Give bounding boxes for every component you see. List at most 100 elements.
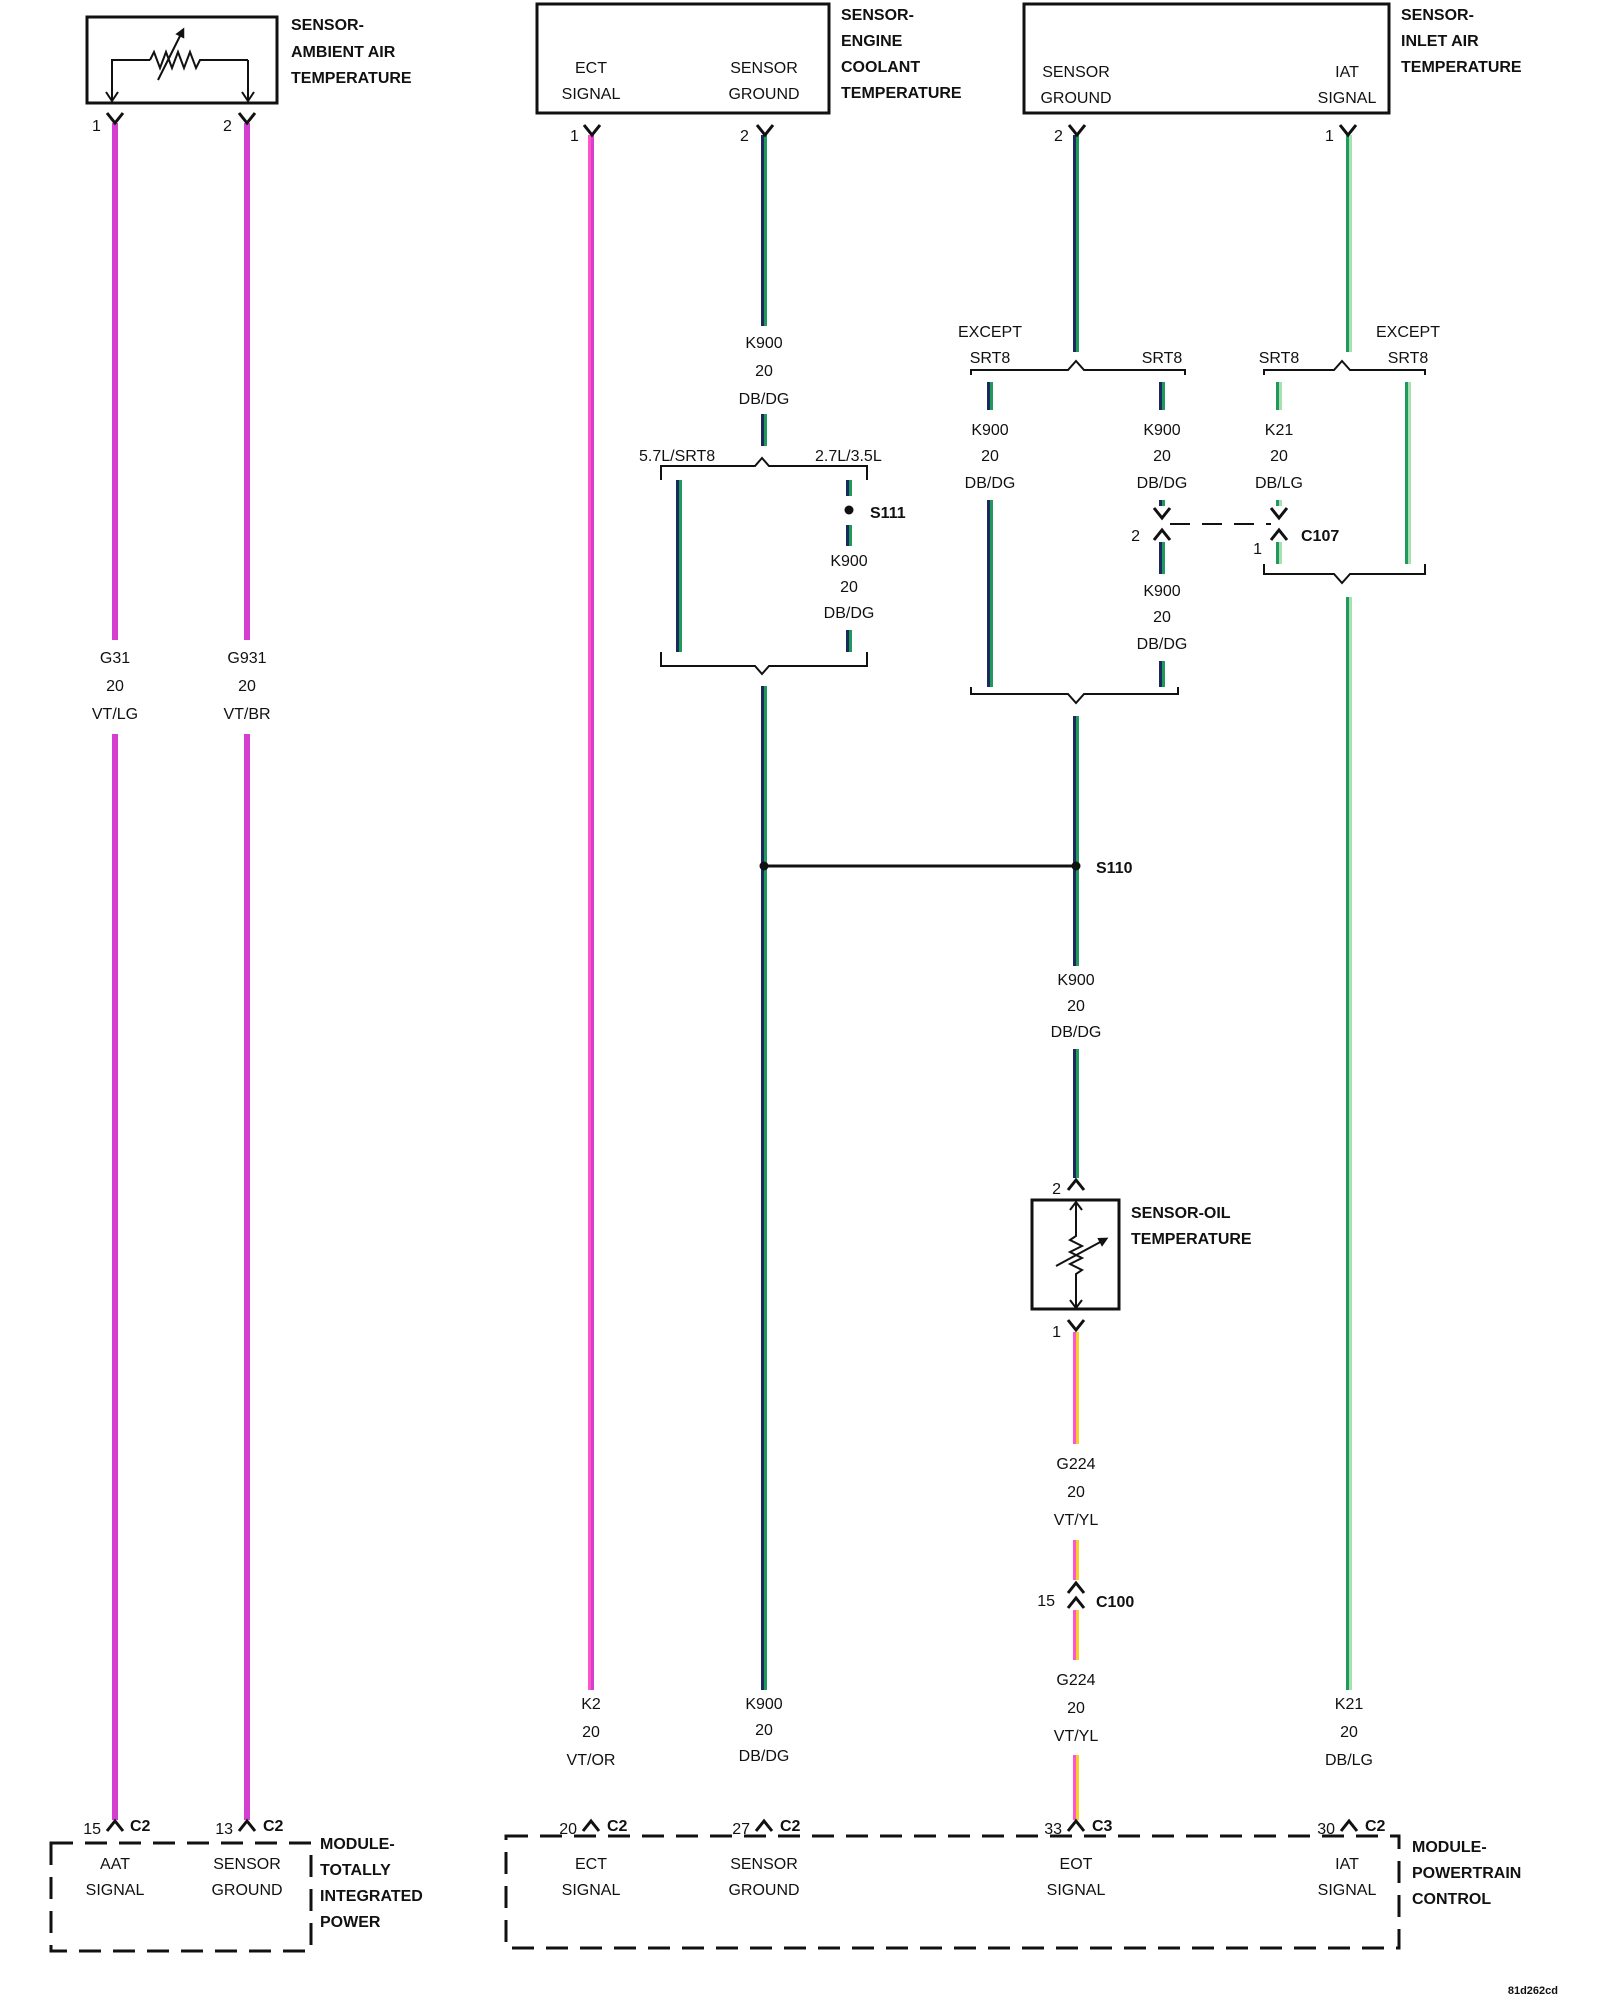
wire-stripe [1076,1610,1079,1660]
wire-label-g224-b: G224 20 VT/YL [1054,1672,1099,1745]
wire-color: VT/BR [223,706,270,723]
connector-female-icon [1269,507,1289,521]
wire-color: DB/LG [1325,1752,1373,1769]
connector-c100: 15 C100 [1037,1580,1134,1611]
wire-color: VT/YL [1054,1512,1099,1529]
pin-number: 15 [83,1821,101,1838]
module-tip-title-3: INTEGRATED [320,1888,423,1905]
wire-code: G224 [1056,1456,1095,1473]
wire-segment [112,123,115,640]
module-pin-label: SIGNAL [1047,1882,1106,1899]
sensor-oil-title-1: SENSOR-OIL [1131,1205,1231,1222]
branch-label: EXCEPT [958,324,1022,341]
wire-label-k900-c: K900 20 DB/DG [1137,583,1188,653]
wire-label-g31: G31 20 VT/LG [92,650,138,723]
wire-stripe [1076,716,1079,966]
wire-color: DB/DG [965,475,1016,492]
wire-stripe [1349,135,1352,352]
branch-bracket-iat-ground [970,359,1186,375]
connector-name: C107 [1301,528,1339,545]
wire-segment [1073,1610,1076,1660]
thermistor-icon [149,49,248,71]
wire-stripe [1349,597,1352,1690]
wires-layer [112,123,1411,1820]
sensor-oil-temperature: 2 SENSOR-OIL TEMPERATURE 1 [1030,1177,1252,1341]
pin-number: 1 [1253,541,1262,558]
module-tip-box [49,1841,313,1953]
sensor-aat-lead-left [111,59,150,100]
pin-number: 15 [1037,1593,1055,1610]
connector-name: C2 [130,1818,151,1835]
wire-stripe [115,734,118,1820]
pin-number: 1 [92,118,101,135]
branch-label-left: 5.7L/SRT8 [639,448,715,465]
connector-female-icon [1066,1319,1086,1333]
wire-stripe [1162,500,1165,506]
branch-label-right: 2.7L/3.5L [815,448,882,465]
pin-number: 30 [1317,1821,1335,1838]
wire-label-k900-a: K900 20 DB/DG [965,422,1016,492]
wire-stripe [1279,542,1282,564]
wire-segment [676,480,679,652]
pin-number: 2 [1131,528,1140,545]
wire-stripe [1162,542,1165,574]
wire-stripe [849,525,852,546]
sensor-engine-coolant-temperature: ECT SIGNAL SENSOR GROUND SENSOR- ENGINE … [535,2,962,145]
connector-name: C3 [1092,1818,1113,1835]
wire-code: K21 [1265,422,1294,439]
module-pin-label: ECT [575,1856,607,1873]
connector-male-icon [1066,1818,1086,1832]
wire-stripe [990,500,993,687]
splice-dot [844,505,854,515]
branch-label: SRT8 [1142,350,1183,367]
connector-male-icon [754,1818,774,1832]
wire-segment [112,734,115,1820]
connector-male-icon [1339,1818,1359,1832]
wire-label-k900-bot: K900 20 DB/DG [739,1696,790,1765]
connector-male-icon [237,1818,257,1832]
branch-bracket-iat-ground-bottom [970,687,1179,705]
wire-label-k21-a: K21 20 DB/LG [1255,422,1303,492]
connector-female-icon [1152,507,1172,521]
branch-label: SRT8 [1388,350,1429,367]
pin-arrow-icon [105,91,255,103]
wire-gauge: 20 [582,1724,600,1741]
sensor-ect-pin-label: SIGNAL [562,86,621,103]
wire-stripe [1162,382,1165,410]
pin-number: 2 [1054,128,1063,145]
sensor-aat-title-2: AMBIENT AIR [291,44,396,61]
sensor-inlet-air-temperature: SENSOR GROUND IAT SIGNAL SENSOR- INLET A… [1022,2,1522,145]
wire-stripe [764,686,767,1690]
wire-segment [1346,597,1349,1690]
sensor-ect-pin-label: ECT [575,60,607,77]
wire-label-k2: K2 20 VT/OR [567,1696,616,1769]
wire-color: DB/DG [1137,475,1188,492]
module-pin-label: IAT [1335,1856,1359,1873]
wire-stripe [1162,661,1165,687]
sensor-ect-pin-label: SENSOR [730,60,798,77]
wire-label-k900-b: K900 20 DB/DG [1137,422,1188,492]
wire-color: DB/DG [739,391,790,408]
sensor-iat-pin-label: SENSOR [1042,64,1110,81]
splice-dot [1071,861,1081,871]
module-tip-title-1: MODULE- [320,1836,395,1853]
wire-color: VT/OR [567,1752,616,1769]
pin-number: 13 [215,1821,233,1838]
connector-c107: 2 1 C107 [1131,507,1339,558]
connector-male-icon [1066,1580,1086,1594]
wire-gauge: 20 [1067,1700,1085,1717]
wire-stripe [591,135,594,1690]
wire-color: DB/LG [1255,475,1303,492]
wire-segment [1073,716,1076,966]
sensor-ect-box [535,2,831,115]
connector-name: C2 [263,1818,284,1835]
module-pin-label: EOT [1060,1856,1093,1873]
wire-stripe [1076,1049,1079,1178]
wire-code: K900 [1057,972,1094,989]
sensor-ect-pin-label: GROUND [728,86,799,103]
branch-label: SRT8 [1259,350,1300,367]
sensor-iat-pin-label: SIGNAL [1318,90,1377,107]
connector-name: C2 [780,1818,801,1835]
wire-gauge: 20 [106,678,124,695]
connector-male-icon [1066,1177,1086,1191]
